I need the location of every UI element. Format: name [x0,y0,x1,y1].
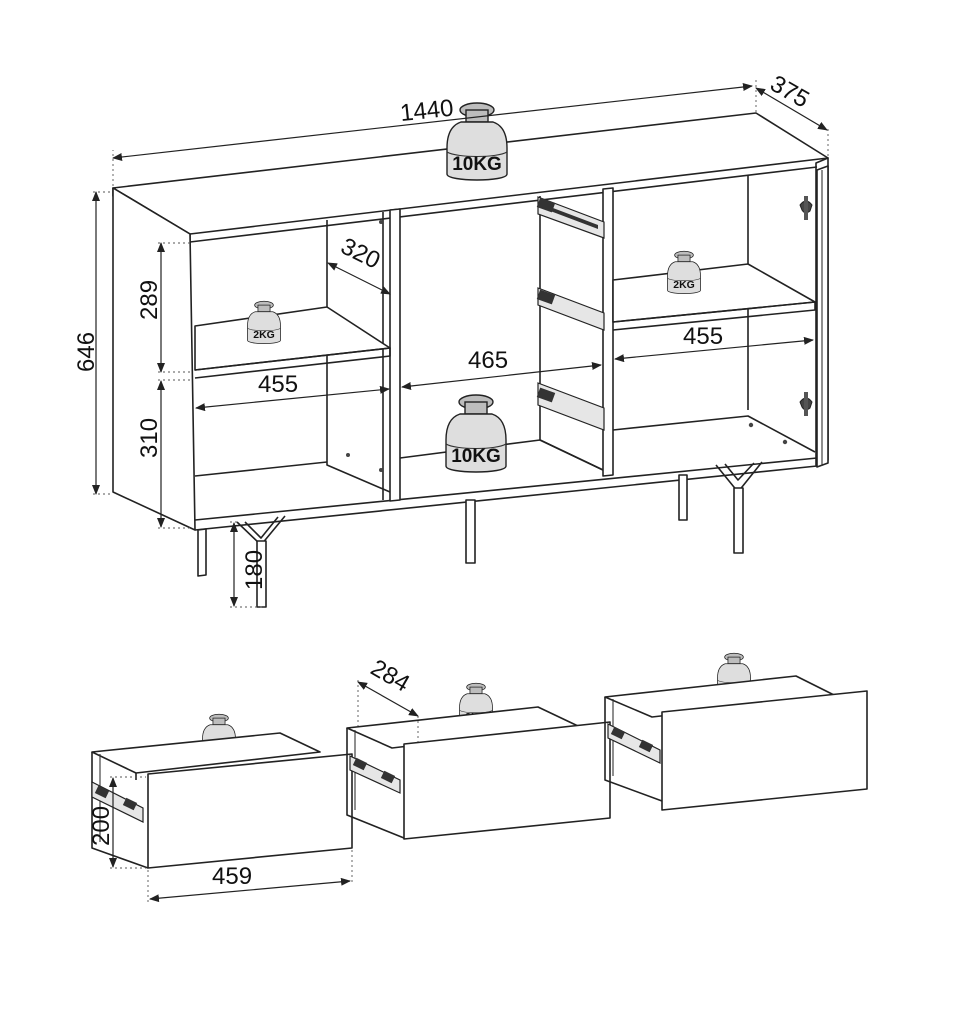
cabinet-left-side [112,187,196,531]
drawer-1 [91,732,353,869]
weight-10kg-middle: 10KG [445,394,507,473]
dim-line-depth [755,87,828,131]
dim-left-width-label: 455 [258,371,298,398]
dimension-labels: 1440 375 646 289 310 320 455 465 455 180… [73,70,814,890]
cabinet-door [816,165,829,468]
drawer-3 [604,675,868,811]
dim-right-width-label: 455 [683,323,723,350]
dim-drawer-width-label: 459 [212,863,252,890]
dim-line-left-width [195,385,390,412]
weight-body-icon [247,311,281,344]
weight-2kg-left-shelf: 2KG [247,300,281,344]
left-shelf [194,306,391,379]
legs [197,461,763,608]
dim-depth-label: 375 [765,70,813,113]
dim-line-drawer-depth [357,681,419,717]
leg-y-left [236,515,286,608]
hinge-lower [799,392,813,416]
drawer-slide-upper [536,196,605,239]
drawer-3-slide [607,723,661,764]
dim-line-inner-depth [327,262,391,295]
drawer-1-slide [91,781,144,823]
weight-body-icon [445,413,507,473]
weight-label: 2KG [253,330,274,341]
weight-label: 10KG [452,154,502,175]
drawer-1-front [147,753,353,869]
weight-label: 10KG [451,446,501,467]
drawer-slide-middle [536,287,605,331]
dim-line-drawer-width [149,877,351,903]
dim-line-right-width [614,336,814,363]
weight-2kg-right-shelf: 2KG [667,250,701,294]
dim-line-middle-width [401,362,602,390]
leg-front-middle [465,499,476,564]
weight-label: 2KG [673,280,694,291]
dim-width-label: 1440 [399,95,455,127]
leg-back-right [678,474,688,521]
dim-leg-label: 180 [241,550,268,590]
dim-lower-label: 310 [136,418,163,458]
dim-drawer-height-label: 200 [88,806,115,846]
dim-upper-label: 289 [136,280,163,320]
weight-body-icon [667,261,701,294]
drawer-3-front [661,690,868,811]
right-shelf [612,263,816,331]
drawer-2 [346,706,611,840]
dimension-lines [92,80,829,903]
drawer-2-front [403,721,611,840]
dim-middle-width-label: 465 [468,347,508,374]
drawer-slide-lower [536,382,605,431]
dim-inner-depth-label: 320 [337,233,385,275]
dim-height-label: 646 [73,332,100,372]
leg-y-right [715,461,763,554]
leg-front-left [197,528,207,577]
dim-line-width [112,83,753,161]
hinge-upper [799,196,813,220]
drawer-2-slide [349,755,401,794]
